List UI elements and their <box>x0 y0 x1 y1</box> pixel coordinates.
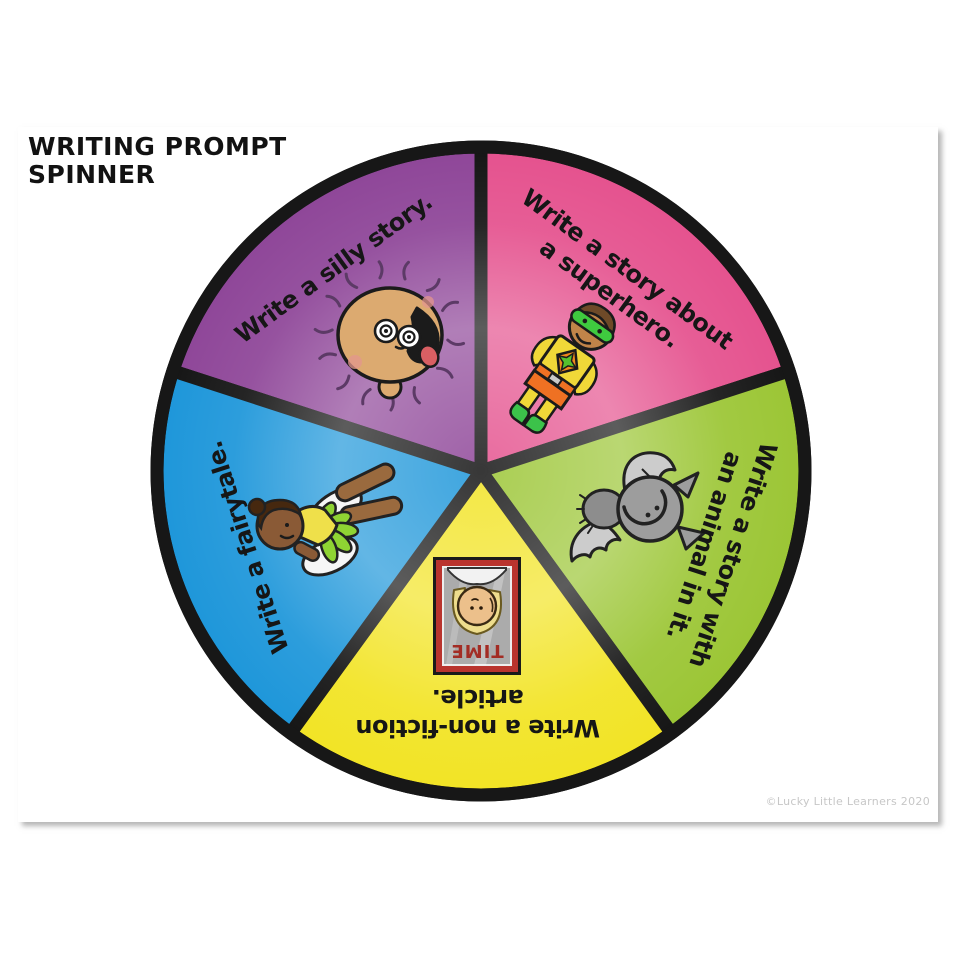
bat-clipart <box>562 447 712 567</box>
page-title-line2: SPINNER <box>28 160 156 190</box>
copyright-text: ©Lucky Little Learners 2020 <box>765 795 930 808</box>
silly-face-clipart <box>312 255 472 415</box>
magazine-masthead-text: TIME <box>450 640 503 661</box>
segment-label-non-fiction: Write a non-fiction article. <box>356 682 600 742</box>
wheel-outer-ring <box>150 140 812 802</box>
page-title: WRITING PROMPT SPINNER <box>28 132 287 190</box>
segment-label-line: article. <box>432 684 524 712</box>
writing-prompt-spinner-wheel: TIME <box>18 127 938 822</box>
fairy-clipart <box>240 452 410 592</box>
segment-label-line: Write a non-fiction <box>355 713 601 742</box>
worksheet-page: WRITING PROMPT SPINNER <box>18 127 938 822</box>
superhero-kid-clipart <box>474 268 656 462</box>
time-magazine-clipart: TIME <box>432 556 522 676</box>
